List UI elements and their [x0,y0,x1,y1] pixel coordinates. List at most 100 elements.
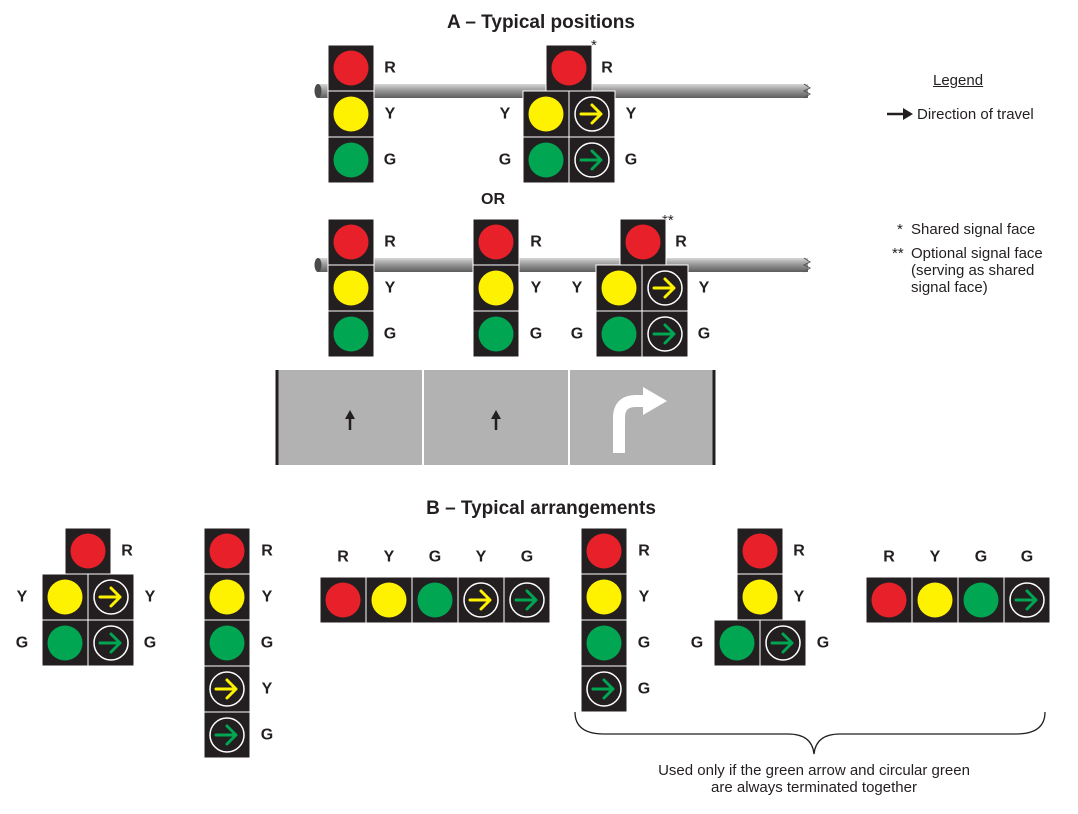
red-lamp [64,527,112,575]
yellow-lamp [522,90,570,138]
shared-mark: * [897,221,903,238]
legend-title: Legend [933,72,984,89]
green-lamp [595,310,643,358]
yellow-lamp [327,90,375,138]
yellow-lamp [595,264,643,312]
lamp-label: G [530,326,542,343]
lamp-label: G [698,326,710,343]
yellow-arrow-lamp [457,576,505,624]
yellow-lamp [472,264,520,312]
lane-arrow-through-left [345,410,355,430]
red-lamp [865,576,913,624]
optional-mark: ** [892,245,904,262]
red-lamp [580,527,628,575]
lamp-label: R [384,60,396,77]
green-lamp [713,619,761,667]
lamp-label: Y [17,589,28,606]
green-arrow-lamp [580,665,628,713]
lamp-label: R [121,543,133,560]
bracket-brace [574,711,1046,755]
lamp-label: Y [476,549,487,566]
lamp-label: Y [145,589,156,606]
lamp-label: G [521,549,533,566]
mast-arm-bottom [314,257,811,273]
green-lamp [472,310,520,358]
yellow-lamp [580,573,628,621]
lamp-label: Y [385,280,396,297]
lamp-label: R [638,543,650,560]
lamp-label: Y [262,589,273,606]
section-a-title: A – Typical positions [447,12,635,33]
optional-text-line-2: (serving as shared [911,262,1035,279]
yellow-lamp [41,573,89,621]
section-b-title: B – Typical arrangements [426,498,656,519]
lamp-label: G [261,635,273,652]
green-lamp [327,310,375,358]
or-label: OR [481,191,505,208]
red-lamp [619,218,667,266]
green-arrow-lamp [759,619,807,667]
lamp-label: Y [639,589,650,606]
green-lamp [580,619,628,667]
optional-text-line-3: signal face) [911,279,988,296]
shared-face-mark: * [591,37,597,54]
lamp-label: G [691,635,703,652]
green-lamp [522,136,570,184]
lane-arrow-through-center [491,410,501,430]
yellow-lamp [365,576,413,624]
green-arrow-lamp [87,619,135,667]
lamp-label: R [601,60,613,77]
green-arrow-lamp [1003,576,1051,624]
lamp-label: G [817,635,829,652]
red-lamp [327,218,375,266]
red-lamp [203,527,251,575]
green-lamp [327,136,375,184]
red-lamp [545,44,593,92]
lamp-label: G [429,549,441,566]
red-lamp [472,218,520,266]
green-lamp [41,619,89,667]
legend-arrow-text: Direction of travel [917,106,1034,123]
lamp-label: G [261,727,273,744]
lamp-label: Y [626,106,637,123]
yellow-arrow-lamp [568,90,616,138]
lamp-label: Y [385,106,396,123]
yellow-lamp [203,573,251,621]
yellow-lamp [736,573,784,621]
lamp-label: G [384,326,396,343]
footnote-line-1: Used only if the green arrow and circula… [658,762,970,779]
lamp-label: Y [500,106,511,123]
lamp-label: G [638,635,650,652]
yellow-lamp [327,264,375,312]
lamp-label: R [384,234,396,251]
green-arrow-lamp [203,711,251,759]
lamp-label: G [975,549,987,566]
green-lamp [411,576,459,624]
lamp-label: G [625,152,637,169]
red-lamp [736,527,784,575]
optional-text-line-1: Optional signal face [911,245,1043,262]
direction-arrow-icon [887,108,913,120]
green-arrow-lamp [641,310,689,358]
lamp-label: G [638,681,650,698]
lamp-label: Y [384,549,395,566]
green-lamp [203,619,251,667]
lane-arrow-right-turn [613,387,667,453]
green-arrow-lamp [568,136,616,184]
red-lamp [319,576,367,624]
lamp-label: G [571,326,583,343]
lamp-label: G [144,635,156,652]
lamp-label: R [337,549,349,566]
lamp-label: Y [930,549,941,566]
lamp-label: R [675,234,687,251]
roadway [275,370,716,465]
yellow-arrow-lamp [87,573,135,621]
lamp-label: Y [262,681,273,698]
lamp-label: G [384,152,396,169]
lamp-label: R [530,234,542,251]
lamp-label: R [261,543,273,560]
yellow-arrow-lamp [203,665,251,713]
lamp-label: Y [794,589,805,606]
optional-face-mark: ** [662,212,674,229]
